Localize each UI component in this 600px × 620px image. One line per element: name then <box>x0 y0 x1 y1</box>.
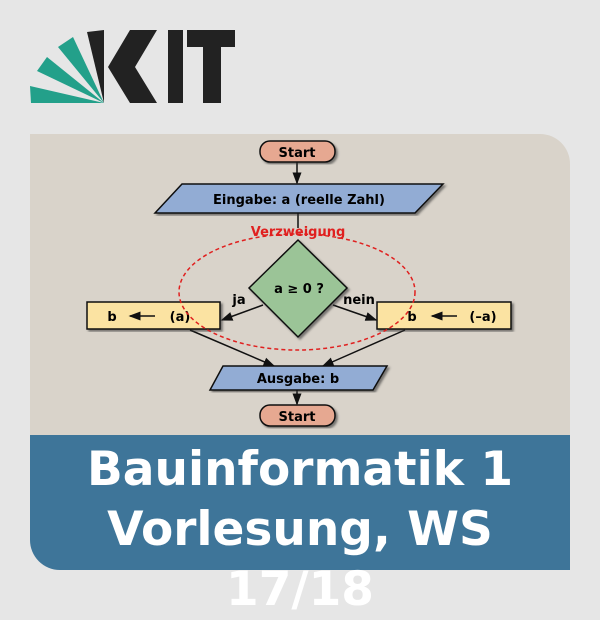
yes-var: b <box>107 310 116 325</box>
branch-highlight-ellipse <box>178 233 416 351</box>
title-band: Bauinformatik 1 Vorlesung, WS 17/18 <box>30 435 570 617</box>
branch-label: Verzweigung <box>251 225 346 240</box>
start-node-bottom: Start <box>259 404 336 427</box>
yes-label: ja <box>231 293 245 308</box>
no-assignment-box: b (–a) <box>376 301 512 330</box>
output-label: Ausgabe: b <box>257 372 339 387</box>
flowchart: Start Eingabe: a (reelle Zahl) Verzweigu… <box>86 140 512 427</box>
yes-value: (a) <box>170 310 191 325</box>
start-label: Start <box>279 146 316 161</box>
title-line-1: Bauinformatik 1 <box>86 442 514 497</box>
input-node: Eingabe: a (reelle Zahl) <box>153 183 445 214</box>
kit-letters <box>108 30 235 103</box>
decision-node: a ≥ 0 ? <box>247 238 349 339</box>
input-label: Eingabe: a (reelle Zahl) <box>213 193 385 208</box>
no-var: b <box>407 310 416 325</box>
kit-fan-icon <box>30 30 104 103</box>
start-label: Start <box>279 410 316 425</box>
start-node-top: Start <box>259 140 336 163</box>
condition-label: a ≥ 0 ? <box>274 282 324 297</box>
output-node: Ausgabe: b <box>208 365 389 391</box>
title-line-2: Vorlesung, WS 17/18 <box>107 502 493 617</box>
no-value: (–a) <box>469 310 496 325</box>
kit-logo <box>30 30 235 103</box>
yes-assignment-box: b (a) <box>86 301 221 330</box>
no-label: nein <box>343 293 375 308</box>
